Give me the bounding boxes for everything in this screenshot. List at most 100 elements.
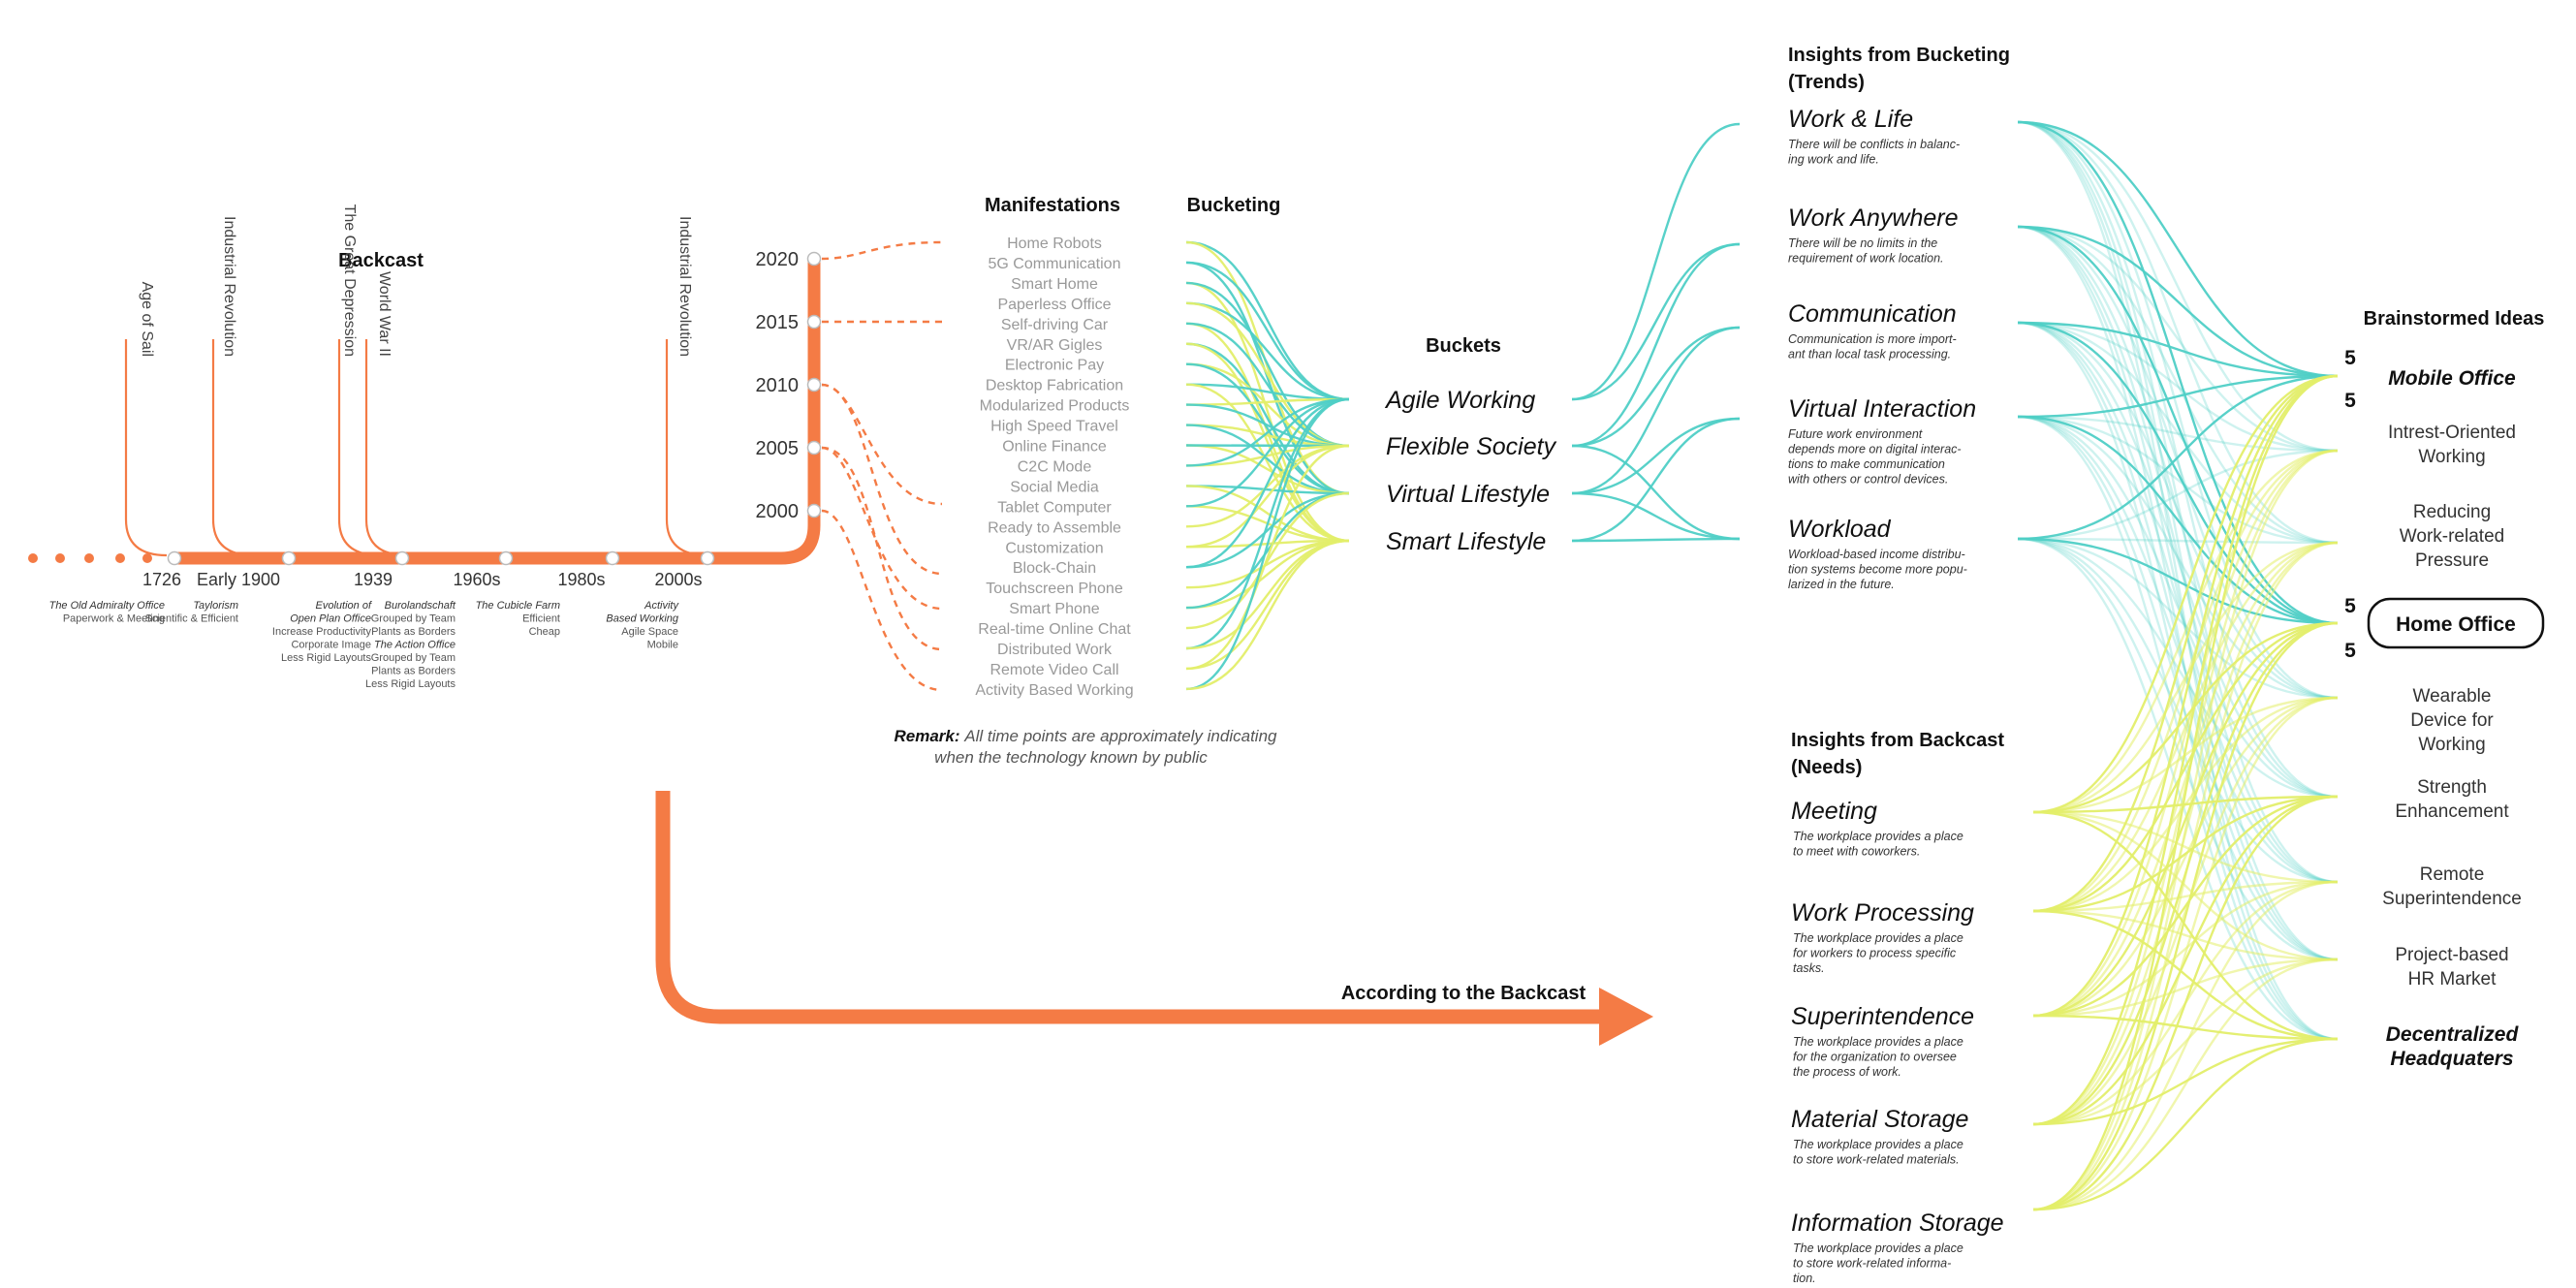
manifestation-bucket-link [1185, 444, 1350, 495]
period-date: 1726 [142, 570, 181, 589]
trend-desc: larized in the future. [1788, 578, 1895, 591]
timeline-bar [174, 260, 821, 565]
need-idea-link [2032, 880, 2339, 913]
need-desc: The workplace provides a place [1793, 1035, 1963, 1049]
trend-desc: ing work and life. [1788, 153, 1879, 167]
need-desc: The workplace provides a place [1793, 1138, 1963, 1151]
connection-lines [1185, 120, 2339, 1211]
need-idea-link [2032, 696, 2339, 1018]
period-desc: Grouped by Team [371, 652, 456, 664]
manifestation-bucket-link [1185, 362, 1350, 448]
manifestation-bucket-link [1185, 281, 1350, 543]
period-node [498, 550, 514, 566]
bucket-trend-link [1571, 326, 1741, 448]
bucketing-title: Bucketing [1187, 195, 1281, 216]
idea-label: Enhancement [2395, 801, 2509, 822]
need-idea-link [2032, 795, 2339, 1018]
manifestation-bucket-link [1185, 261, 1350, 495]
trends-title: (Trends) [1788, 72, 1865, 93]
year-node [806, 314, 822, 330]
period-date: 1960s [453, 570, 500, 589]
need-idea-link [2032, 374, 2339, 814]
manifestation-item: Home Robots [1007, 236, 1102, 252]
trend-idea-link [2017, 120, 2339, 453]
idea-label: Decentralized [2386, 1023, 2520, 1046]
year-connector [821, 240, 943, 261]
period-date: Early 1900 [197, 570, 280, 589]
manifestation-item: Smart Phone [1009, 601, 1099, 617]
need-idea-link [2032, 1014, 2339, 1041]
period-node [281, 550, 297, 566]
need-idea-link [2032, 621, 2339, 814]
idea-label: HR Market [2408, 969, 2497, 990]
idea-label: Reducing [2413, 502, 2491, 522]
need-idea-link [2032, 541, 2339, 1018]
idea-label: Remote [2420, 864, 2485, 885]
manifestation-item: Social Media [1010, 479, 1099, 495]
need-title: Meeting [1791, 798, 1877, 825]
bucket-label: Flexible Society [1386, 433, 1557, 460]
period-desc: Efficient [522, 613, 560, 625]
manifestation-bucket-link [1185, 539, 1350, 610]
need-idea-link [2032, 696, 2339, 913]
remark-line: Remark: All time points are approximatel… [895, 727, 1278, 745]
need-desc: the process of work. [1793, 1065, 1901, 1079]
manifestation-bucket-link [1185, 383, 1350, 543]
manifestation-bucket-link [1185, 539, 1350, 691]
trend-desc: Workload-based income distribu- [1788, 548, 1965, 561]
backcast-timeline [28, 240, 1653, 1046]
trend-desc: Communication is more import- [1788, 332, 1957, 346]
trends-title: Insights from Bucketing [1788, 45, 2010, 66]
backcast-title: Backcast [338, 250, 424, 271]
period-desc: The Old Admiralty Office [49, 600, 165, 612]
idea-label: Wearable [2413, 686, 2492, 707]
need-title: Superintendence [1791, 1003, 1974, 1030]
trend-idea-link [2017, 120, 2339, 884]
manifestation-item: Activity Based Working [975, 682, 1133, 699]
trend-idea-link [2017, 225, 2339, 378]
need-idea-link [2032, 621, 2339, 1018]
manifestation-bucket-link [1185, 444, 1350, 549]
era-label: The Great Depression [341, 204, 358, 357]
need-idea-link [2032, 909, 2339, 1041]
trend-idea-link [2017, 321, 2339, 625]
need-title: Material Storage [1791, 1106, 1968, 1133]
ideas-title: Brainstormed Ideas [2364, 308, 2545, 330]
trend-idea-link [2017, 120, 2339, 799]
trend-desc: ant than local task processing. [1788, 348, 1951, 361]
bucket-trend-link [1571, 417, 1741, 543]
trend-title: Work & Life [1788, 106, 1913, 133]
trend-idea-link [2017, 415, 2339, 625]
trend-idea-link [2017, 321, 2339, 961]
need-idea-link [2032, 374, 2339, 1018]
manifestation-item: Electronic Pay [1005, 358, 1104, 374]
trend-idea-link [2017, 415, 2339, 799]
era-line [364, 339, 408, 557]
trend-idea-link [2017, 225, 2339, 453]
trend-title: Communication [1788, 300, 1957, 328]
arrow-label: According to the Backcast [1341, 983, 1586, 1004]
period-desc: Less Rigid Layouts [365, 678, 456, 690]
year-connector [821, 446, 943, 651]
need-idea-link [2032, 621, 2339, 1211]
period-desc: Mobile [647, 640, 678, 651]
need-idea-link [2032, 696, 2339, 1126]
need-idea-link [2032, 795, 2339, 913]
year-node [806, 377, 822, 393]
trend-idea-link [2017, 374, 2339, 419]
manifestation-item: Remote Video Call [990, 662, 1118, 678]
idea-label: Superintendence [2382, 889, 2522, 909]
manifestation-bucket-link [1185, 397, 1350, 691]
idea-label: Working [2418, 735, 2485, 755]
trend-idea-link [2017, 120, 2339, 700]
era-label: Industrial Revolution [676, 216, 693, 357]
arrow-head-icon [1599, 988, 1653, 1046]
trend-idea-link [2017, 415, 2339, 700]
idea-label: Headquaters [2390, 1048, 2513, 1070]
home-office-box [2367, 597, 2545, 649]
need-idea-link [2032, 810, 2339, 961]
need-desc: to meet with coworkers. [1793, 845, 1920, 859]
trend-idea-link [2017, 321, 2339, 700]
need-idea-link [2032, 909, 2339, 961]
